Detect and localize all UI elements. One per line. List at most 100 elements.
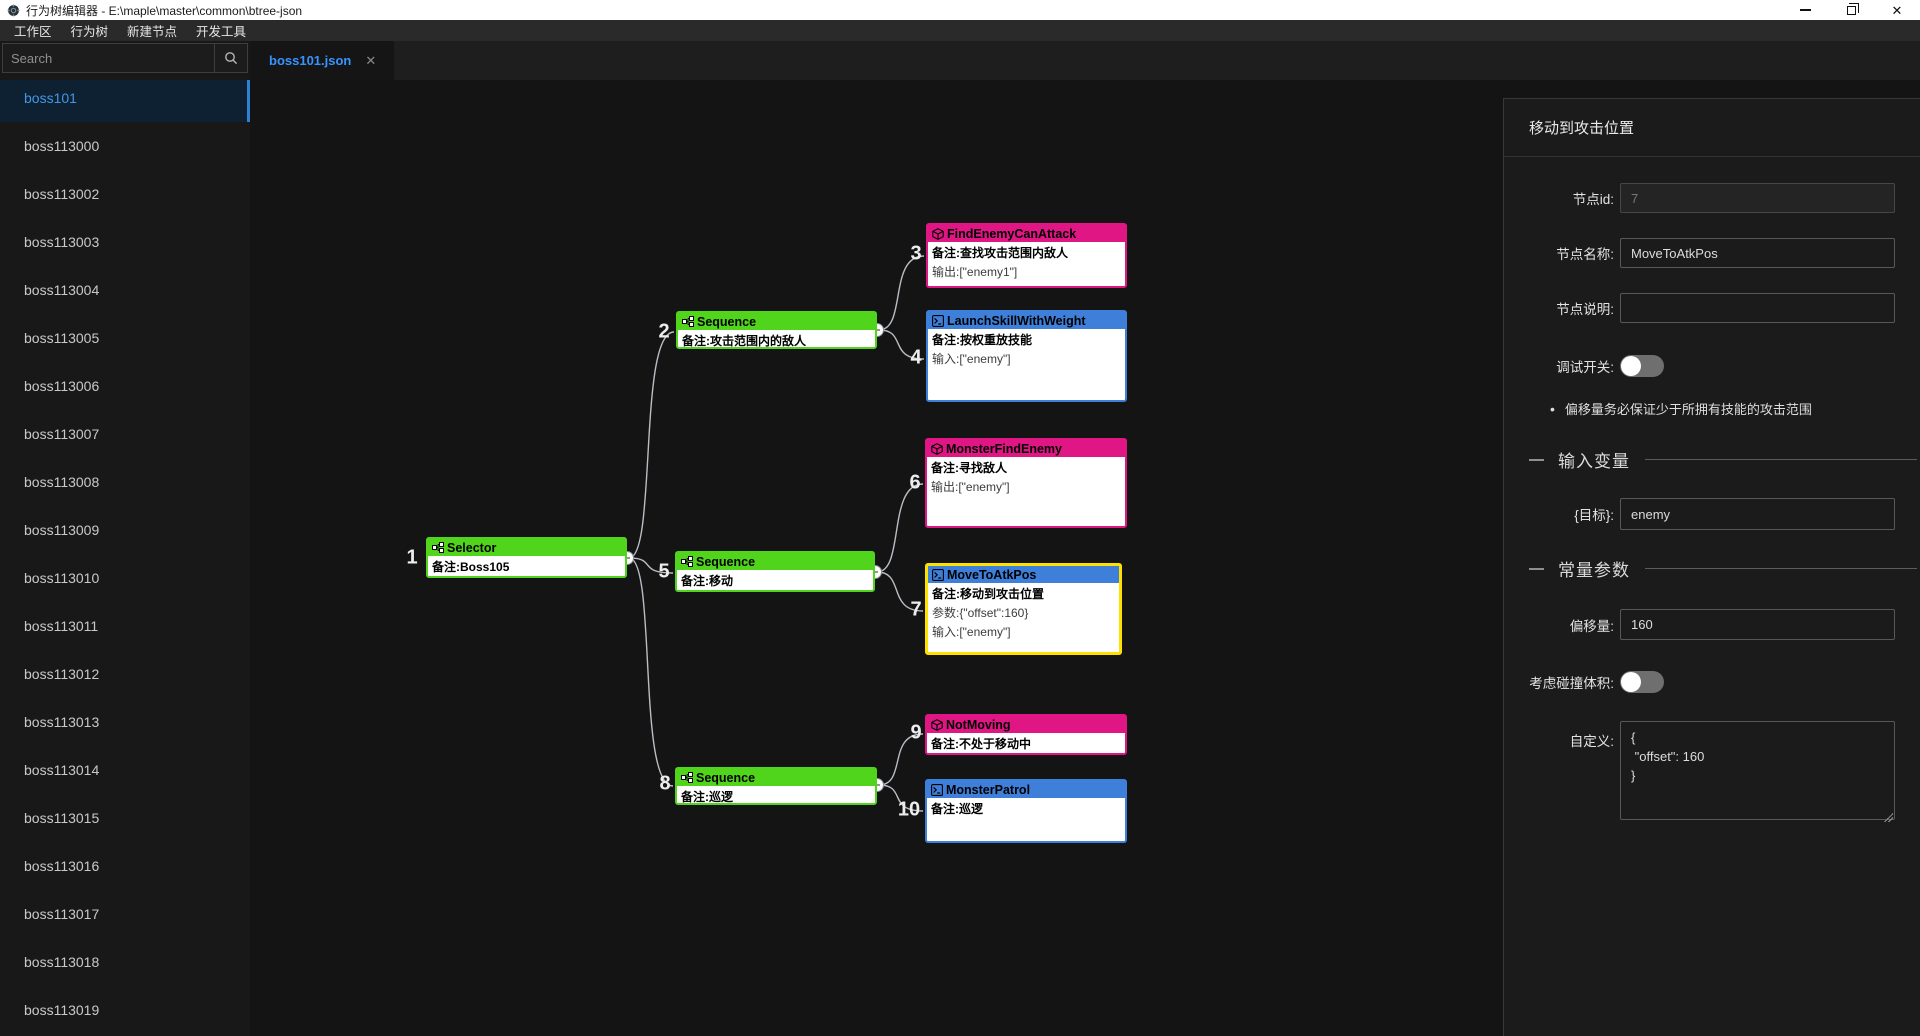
menu-item[interactable]: 工作区 bbox=[14, 25, 52, 39]
sidebar-item-boss113000[interactable]: boss113000 bbox=[24, 138, 100, 154]
terminal-icon bbox=[932, 314, 944, 327]
close-button[interactable]: ✕ bbox=[1874, 0, 1920, 20]
menu-item[interactable]: 新建节点 bbox=[127, 25, 178, 39]
node-line: 备注:巡逻 bbox=[931, 802, 983, 816]
tab-bar: boss101.json ✕ bbox=[250, 41, 1920, 80]
tab-boss101-json[interactable]: boss101.json ✕ bbox=[250, 41, 394, 80]
sidebar-item-boss113012[interactable]: boss113012 bbox=[24, 666, 100, 682]
sidebar-item-boss113010[interactable]: boss113010 bbox=[24, 570, 100, 586]
sidebar-item-boss113014[interactable]: boss113014 bbox=[24, 762, 100, 778]
hint-row: • 偏移量务必保证少于所拥有技能的攻击范围 bbox=[1504, 399, 1917, 418]
node-line: 备注:按权重放技能 bbox=[932, 333, 1032, 347]
section-title: 常量参数 bbox=[1558, 561, 1630, 580]
collision-toggle-label: 考虑碰撞体积: bbox=[1529, 676, 1614, 691]
sidebar-item-boss113017[interactable]: boss113017 bbox=[24, 906, 100, 922]
section-rule bbox=[1645, 568, 1917, 569]
node-title: Sequence bbox=[696, 554, 756, 569]
node-line: 备注:攻击范围内的敌人 bbox=[682, 334, 806, 348]
node-title: NotMoving bbox=[946, 717, 1011, 732]
sidebar-item-boss113002[interactable]: boss113002 bbox=[24, 186, 100, 202]
node-line: 备注:寻找敌人 bbox=[931, 461, 1007, 475]
bt-node-NotMoving[interactable]: NotMoving 备注:不处于移动中 bbox=[925, 714, 1127, 755]
node-id-field[interactable] bbox=[1620, 183, 1895, 213]
edge-curve bbox=[628, 331, 675, 559]
search-box bbox=[2, 43, 248, 73]
sidebar-item-boss113003[interactable]: boss113003 bbox=[24, 234, 100, 250]
node-name-field[interactable] bbox=[1620, 238, 1895, 268]
sidebar-item-boss113018[interactable]: boss113018 bbox=[24, 954, 100, 970]
minimize-button[interactable] bbox=[1782, 0, 1828, 20]
edge-curve bbox=[878, 733, 924, 786]
node-title: Sequence bbox=[696, 770, 756, 785]
sidebar-item-boss113004[interactable]: boss113004 bbox=[24, 282, 100, 298]
target-field[interactable] bbox=[1620, 498, 1895, 530]
search-input[interactable] bbox=[3, 44, 214, 72]
sidebar-item-boss113013[interactable]: boss113013 bbox=[24, 714, 100, 730]
sidebar-item-boss113009[interactable]: boss113009 bbox=[24, 522, 100, 538]
edge-curve bbox=[876, 483, 924, 573]
node-body: 备注:攻击范围内的敌人 bbox=[678, 330, 875, 351]
sidebar-item-boss113016[interactable]: boss113016 bbox=[24, 858, 100, 874]
sidebar-item-boss113005[interactable]: boss113005 bbox=[24, 330, 100, 346]
node-desc-label: 节点说明: bbox=[1556, 302, 1614, 317]
sidebar-item-boss113008[interactable]: boss113008 bbox=[24, 474, 100, 490]
offset-field[interactable] bbox=[1620, 609, 1895, 640]
sidebar-item-boss113015[interactable]: boss113015 bbox=[24, 810, 100, 826]
sidebar-item-boss113011[interactable]: boss113011 bbox=[24, 618, 99, 634]
node-body: 备注:不处于移动中 bbox=[927, 733, 1125, 754]
tab-close-icon[interactable]: ✕ bbox=[365, 53, 377, 68]
sidebar-item-boss113019[interactable]: boss113019 bbox=[24, 1002, 100, 1018]
node-id-number: 1 bbox=[406, 546, 418, 569]
custom-label: 自定义: bbox=[1569, 734, 1614, 749]
node-line: 备注:不处于移动中 bbox=[931, 737, 1031, 751]
section-rule bbox=[1645, 459, 1917, 460]
debug-toggle-label: 调试开关: bbox=[1556, 360, 1614, 375]
menu-item[interactable]: 行为树 bbox=[70, 25, 109, 39]
collision-toggle[interactable] bbox=[1620, 671, 1664, 693]
search-icon bbox=[214, 44, 247, 72]
toggle-knob bbox=[1621, 356, 1641, 376]
sidebar-item-boss101[interactable]: boss101 bbox=[0, 80, 250, 122]
resize-grip-icon[interactable] bbox=[1884, 813, 1893, 822]
close-icon: ✕ bbox=[1891, 2, 1903, 18]
tab-label: boss101.json bbox=[269, 53, 352, 68]
bt-node-MonsterPatrol[interactable]: MonsterPatrol 备注:巡逻 bbox=[925, 779, 1127, 843]
node-title: MonsterPatrol bbox=[946, 782, 1031, 797]
section-title: 输入变量 bbox=[1558, 452, 1630, 471]
node-id-number: 4 bbox=[910, 346, 922, 369]
node-id-label: 节点id: bbox=[1572, 192, 1614, 207]
node-header: Sequence bbox=[677, 769, 875, 786]
inspector-title: 移动到攻击位置 bbox=[1504, 99, 1920, 157]
edge-curve bbox=[878, 255, 925, 331]
node-id-number: 3 bbox=[910, 242, 922, 265]
sidebar-item-boss113006[interactable]: boss113006 bbox=[24, 378, 100, 394]
node-desc-field[interactable] bbox=[1620, 293, 1895, 323]
node-header: LaunchSkillWithWeight bbox=[928, 312, 1125, 329]
bt-node-Sequence[interactable]: Sequence 备注:移动 bbox=[675, 551, 875, 592]
node-title: FindEnemyCanAttack bbox=[947, 226, 1077, 241]
menu-item[interactable]: 开发工具 bbox=[196, 25, 247, 39]
edge-curve bbox=[878, 784, 924, 812]
section-dash-icon bbox=[1529, 458, 1544, 461]
node-line: 备注:移动 bbox=[681, 574, 733, 588]
edge-curve bbox=[878, 329, 925, 360]
terminal-icon bbox=[932, 568, 944, 581]
node-id-number: 10 bbox=[897, 798, 921, 821]
sidebar: boss101 boss113000 boss113002 boss113003 bos… bbox=[0, 80, 250, 1036]
node-id-number: 5 bbox=[658, 560, 670, 583]
debug-toggle[interactable] bbox=[1620, 355, 1664, 377]
node-body: 备注:巡逻 bbox=[927, 798, 1125, 819]
toggle-knob bbox=[1621, 672, 1641, 692]
node-id-number: 8 bbox=[659, 772, 671, 795]
sidebar-item-boss113007[interactable]: boss113007 bbox=[24, 426, 100, 442]
custom-json-field[interactable]: { "offset": 160 } bbox=[1620, 721, 1895, 820]
restore-button[interactable] bbox=[1828, 0, 1874, 20]
edge-curve bbox=[628, 557, 674, 574]
